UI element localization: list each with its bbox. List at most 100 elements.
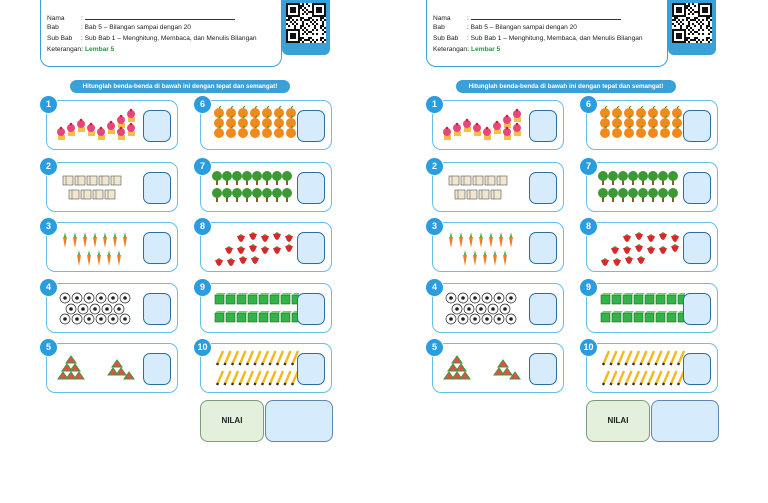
green-cube-icon: [280, 311, 292, 323]
counting-item-card: 8: [193, 217, 332, 272]
pencil-icon: [601, 370, 611, 386]
soccer-ball-icon: [95, 292, 107, 304]
carrot-group: [443, 228, 531, 268]
tree-icon: [272, 171, 282, 185]
answer-box[interactable]: [143, 110, 171, 142]
answer-box[interactable]: [529, 232, 557, 264]
pencil-group: [211, 349, 300, 389]
green-cube-icon: [666, 293, 678, 305]
pencil-icon: [639, 350, 648, 366]
score-box[interactable]: [265, 400, 333, 442]
green-cube-icon: [258, 311, 270, 323]
orange-icon: [238, 105, 248, 118]
soccer-ball-icon: [83, 292, 95, 304]
box-icon: [496, 175, 508, 186]
pencil-icon: [253, 350, 262, 366]
carrot-icon: [113, 232, 117, 248]
answer-box[interactable]: [297, 172, 325, 204]
info-row: Sub Bab: Sub Bab 1 – Menghitung, Membaca…: [47, 35, 257, 42]
pencil-icon: [616, 350, 626, 366]
pencil-icon: [290, 350, 300, 366]
watermelon-slice-icon: [443, 371, 455, 380]
tree-icon: [212, 171, 222, 185]
answer-box[interactable]: [143, 293, 171, 325]
answer-box[interactable]: [529, 353, 557, 385]
soccer-ball-group: [57, 289, 145, 329]
orange-icon: [286, 125, 296, 138]
green-cube-icon: [600, 311, 612, 323]
soccer-ball-icon: [463, 303, 475, 315]
answer-box[interactable]: [529, 110, 557, 142]
info-value: : Bab 5 – Bilangan sampai dengan 20: [467, 24, 577, 31]
soccer-ball-icon: [457, 292, 469, 304]
answer-box[interactable]: [529, 172, 557, 204]
name-field[interactable]: [84, 14, 235, 20]
info-label: Sub Bab: [433, 35, 459, 42]
answer-box[interactable]: [683, 232, 711, 264]
watermelon-slice-icon: [69, 363, 81, 372]
tree-icon: [262, 188, 272, 202]
soccer-ball-icon: [505, 292, 517, 304]
score-box[interactable]: [651, 400, 719, 442]
counting-item-card: 10: [579, 338, 718, 393]
item-number-badge: 4: [39, 278, 58, 297]
soccer-ball-icon: [457, 313, 469, 325]
orange-icon: [612, 115, 622, 128]
orange-icon: [214, 115, 224, 128]
counting-item-card: 7: [193, 157, 332, 212]
answer-box[interactable]: [297, 110, 325, 142]
strawberry-icon: [613, 258, 621, 266]
pencil-icon: [654, 370, 663, 386]
pencil-icon: [245, 370, 255, 386]
answer-box[interactable]: [143, 232, 171, 264]
strawberry-icon: [659, 232, 667, 240]
soccer-ball-icon: [481, 292, 493, 304]
answer-box[interactable]: [529, 293, 557, 325]
name-field[interactable]: [470, 14, 621, 20]
answer-box[interactable]: [683, 110, 711, 142]
answer-box[interactable]: [297, 293, 325, 325]
answer-box[interactable]: [683, 293, 711, 325]
tree-icon: [232, 171, 242, 185]
cupcake-icon: [127, 108, 135, 122]
cupcake-icon: [77, 118, 85, 132]
soccer-ball-icon: [65, 303, 77, 315]
box-icon: [454, 189, 466, 200]
soccer-ball-icon: [71, 313, 83, 325]
tree-icon: [282, 188, 292, 202]
box-icon: [104, 189, 116, 200]
watermelon-slice-icon: [509, 371, 521, 380]
orange-icon: [648, 125, 658, 138]
counting-item-card: 10: [193, 338, 332, 393]
strawberry-icon: [625, 256, 633, 264]
carrot-icon: [107, 250, 111, 266]
answer-box[interactable]: [683, 172, 711, 204]
pencil-icon: [624, 370, 633, 386]
pencil-icon: [238, 370, 247, 386]
answer-box[interactable]: [297, 232, 325, 264]
item-number-badge: 6: [193, 95, 212, 114]
answer-box[interactable]: [143, 353, 171, 385]
orange-icon: [262, 125, 272, 138]
box-icon: [62, 175, 74, 186]
tree-icon: [252, 171, 262, 185]
green-cube-icon: [258, 293, 270, 305]
soccer-ball-icon: [481, 313, 493, 325]
strawberry-icon: [623, 234, 631, 242]
answer-box[interactable]: [143, 172, 171, 204]
carrot-icon: [473, 250, 477, 266]
soccer-ball-icon: [119, 292, 131, 304]
watermelon-slice-icon: [123, 371, 135, 380]
pencil-icon: [676, 350, 686, 366]
strawberry-icon: [237, 234, 245, 242]
strawberry-icon: [623, 246, 631, 254]
soccer-ball-icon: [505, 313, 517, 325]
carrot-group: [57, 228, 145, 268]
answer-box[interactable]: [297, 353, 325, 385]
answer-box[interactable]: [683, 353, 711, 385]
orange-icon: [624, 125, 634, 138]
counting-item-card: 1: [39, 95, 178, 150]
soccer-ball-icon: [77, 303, 89, 315]
green-cube-icon: [214, 311, 226, 323]
tree-icon: [658, 171, 668, 185]
